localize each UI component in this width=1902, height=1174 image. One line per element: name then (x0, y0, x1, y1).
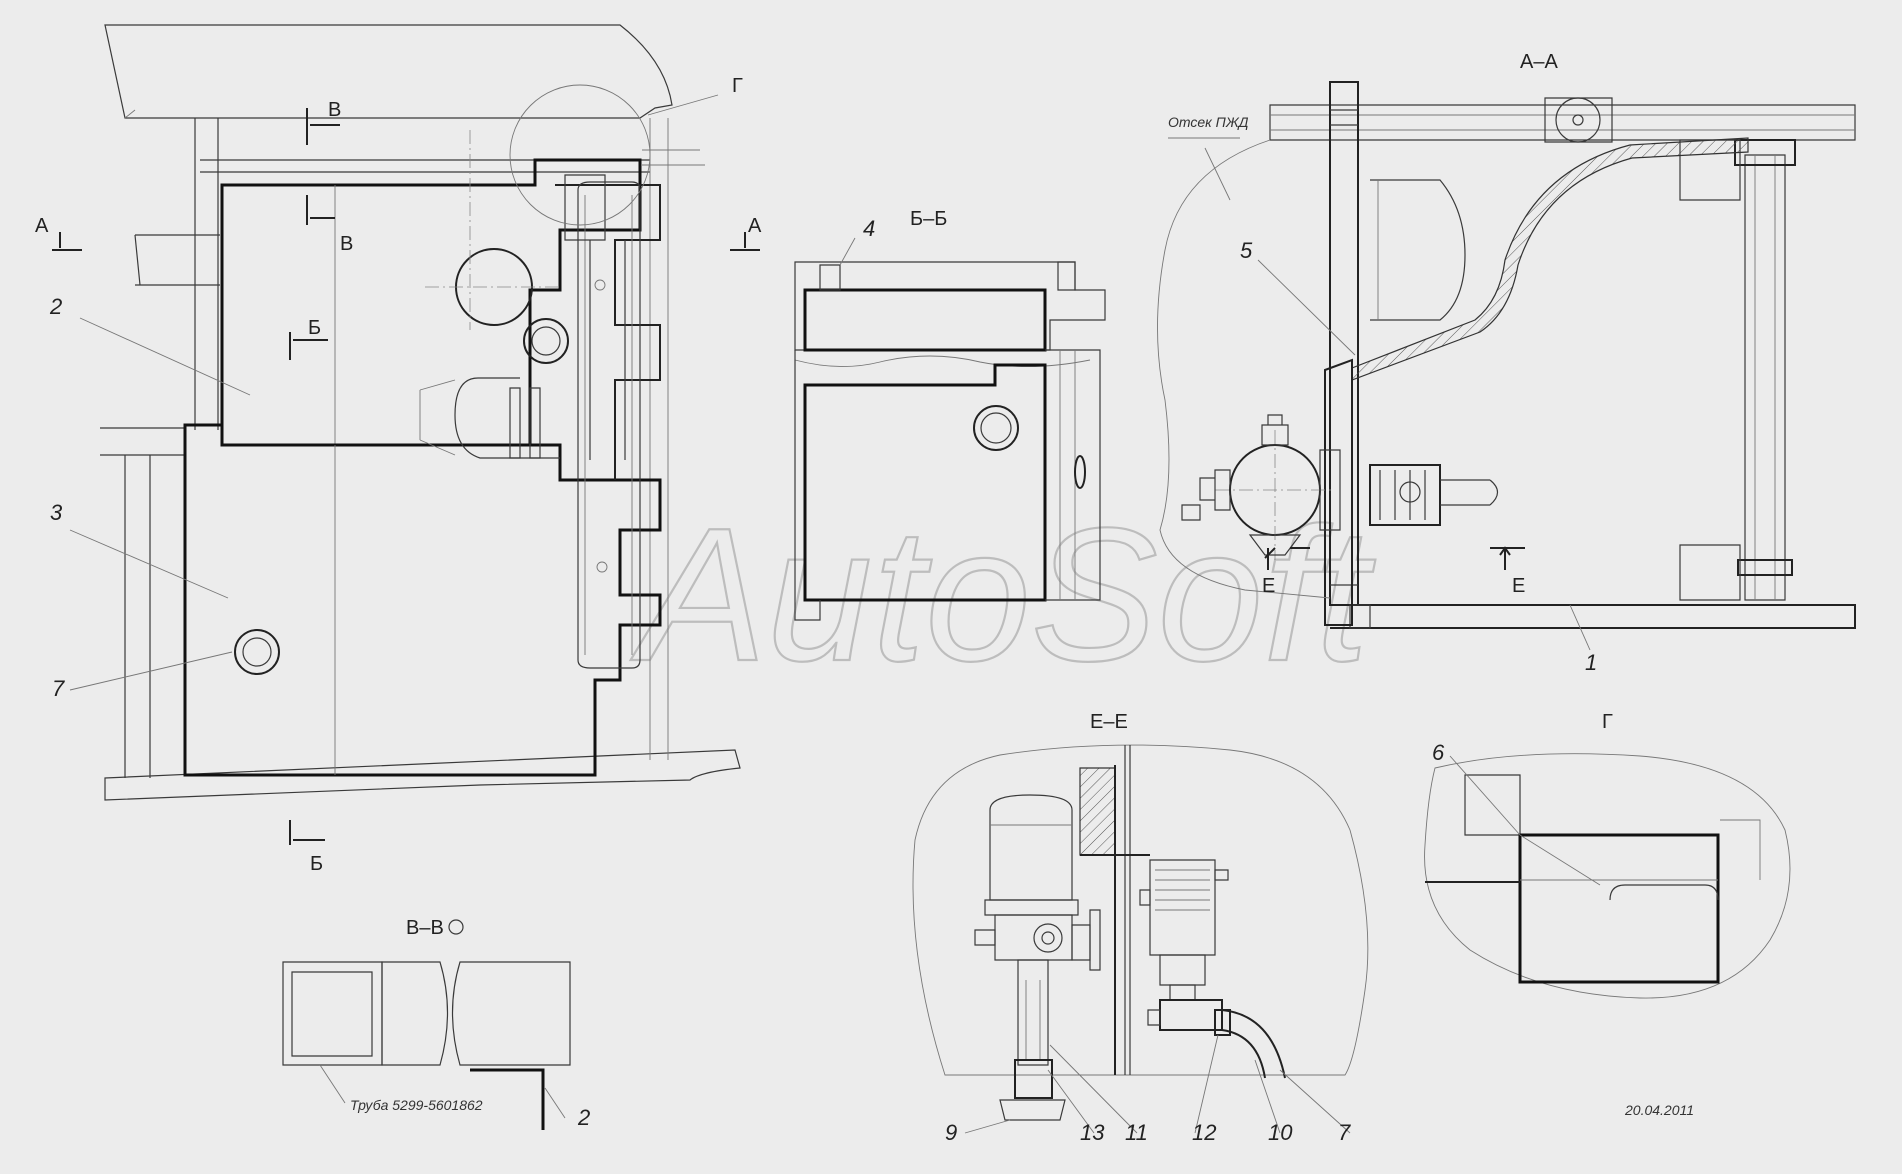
marker-e-right: Е (1512, 575, 1525, 597)
section-bb: Б–Б 4 (794, 208, 1106, 621)
callout-9: 9 (945, 1120, 957, 1145)
callout-10: 10 (1268, 1120, 1293, 1145)
marker-v-top: В (328, 99, 341, 121)
marker-a-left: А (35, 215, 49, 237)
marker-v-mid: В (340, 233, 353, 255)
section-ee: Е–Е 9 1 (912, 711, 1369, 1145)
callout-13: 13 (1080, 1120, 1105, 1145)
marker-a-right: А (748, 215, 762, 237)
watermark-text: AutoSoft (630, 489, 1376, 701)
detail-g: Г 6 (1424, 711, 1791, 999)
pipe-label: Труба 5299-5601862 (350, 1097, 483, 1113)
marker-b-bottom: Б (310, 853, 323, 875)
callout-5: 5 (1240, 238, 1253, 263)
marker-b-mid: Б (308, 317, 321, 339)
callout-11: 11 (1125, 1120, 1148, 1145)
drawing-date: 20.04.2011 (1624, 1102, 1694, 1118)
section-vv: В–В Труба 5299-5601862 2 (282, 917, 590, 1130)
section-vv-title: В–В (406, 917, 444, 939)
callout-2: 2 (49, 294, 62, 319)
callout-6: 6 (1432, 740, 1445, 765)
section-aa: А–А (1157, 51, 1856, 675)
callout-12: 12 (1192, 1120, 1216, 1145)
callout-3: 3 (50, 500, 63, 525)
section-bb-title: Б–Б (910, 208, 947, 230)
callout-1: 1 (1585, 650, 1597, 675)
marker-g: Г (732, 75, 743, 97)
detail-g-title: Г (1602, 711, 1613, 733)
marker-e-left: Е (1262, 575, 1275, 597)
section-aa-title: А–А (1520, 51, 1558, 73)
callout-7: 7 (52, 676, 65, 701)
callout-2-vv: 2 (577, 1105, 590, 1130)
callout-7-ee: 7 (1338, 1120, 1351, 1145)
compartment-label: Отсек ПЖД (1168, 114, 1249, 130)
callout-4: 4 (863, 216, 875, 241)
plan-view: 2 3 7 А А В В Б Б Г (35, 24, 762, 875)
section-ee-title: Е–Е (1090, 711, 1128, 733)
